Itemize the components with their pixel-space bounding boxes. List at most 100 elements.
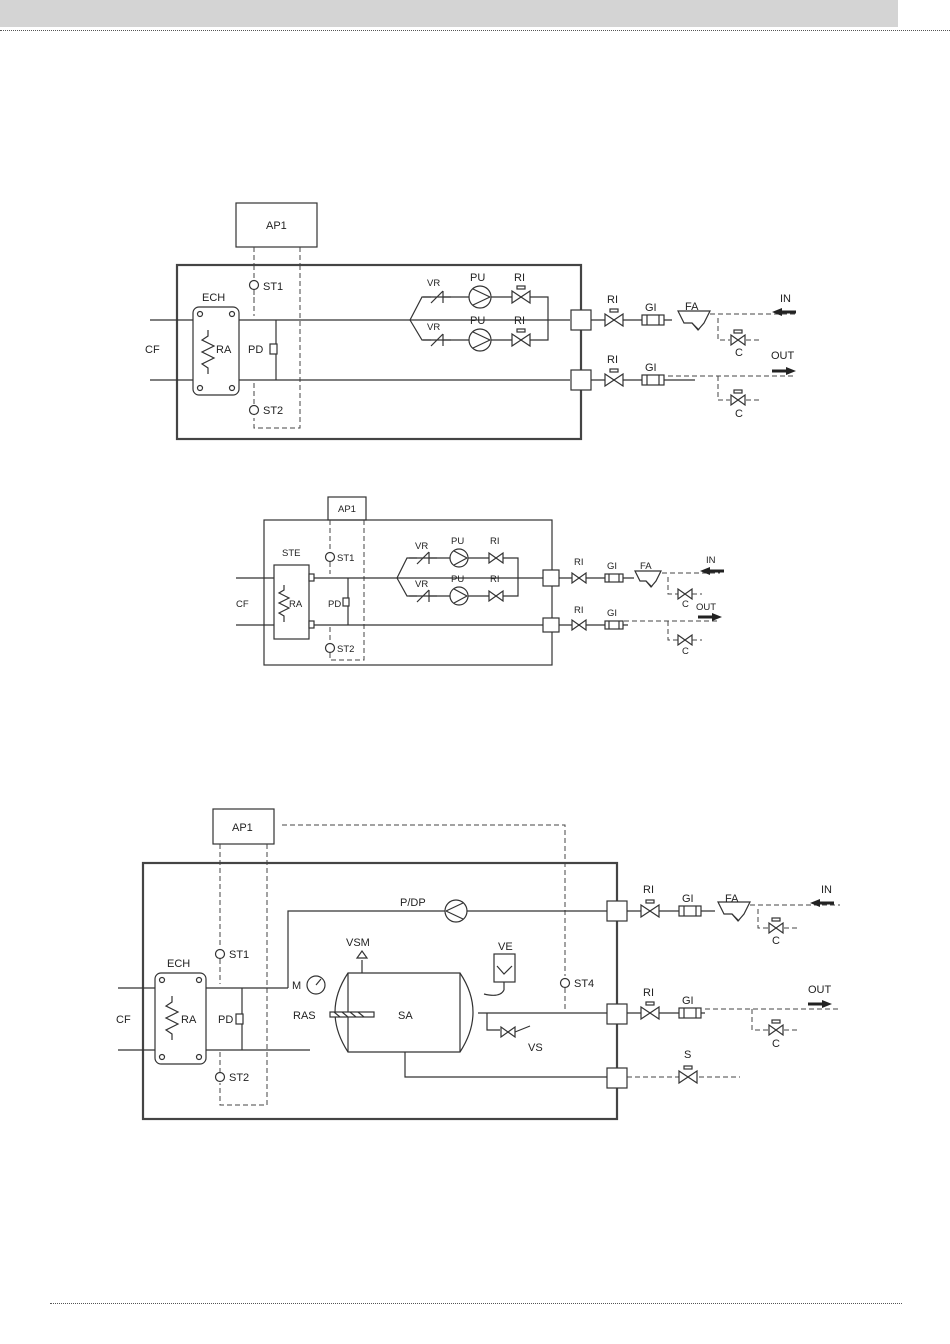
ech-label: ECH: [202, 292, 225, 304]
gi-1-label: GI: [645, 302, 657, 314]
st4-label: ST4: [574, 978, 594, 990]
pump-pu-2-icon: [450, 587, 468, 605]
valve-c-2-icon: [769, 1025, 783, 1035]
connector-in: [543, 570, 559, 586]
cf-label: CF: [236, 599, 249, 610]
valve-ri-1-icon: [641, 905, 659, 917]
in-label: IN: [821, 884, 832, 896]
ras-label: RAS: [293, 1010, 316, 1022]
vsm-label: VSM: [346, 937, 370, 949]
ri-3-label: RI: [574, 557, 584, 568]
arrow-out-icon: [808, 1000, 832, 1008]
pump-pu-1-icon: [469, 286, 491, 308]
valve-ri-1-icon: [512, 291, 530, 303]
valve-ri-4-icon: [605, 374, 623, 386]
ve-label: VE: [498, 941, 513, 953]
ri-4-label: RI: [574, 605, 584, 616]
ri-1-label: RI: [514, 272, 525, 284]
joint-gi-2-icon: [605, 621, 623, 629]
gi-2-label: GI: [682, 995, 694, 1007]
pu-1-label: PU: [470, 272, 485, 284]
c-1-label: C: [735, 347, 743, 359]
ri-2-label: RI: [490, 574, 500, 585]
arrow-in-icon: [772, 308, 796, 316]
gi-2-label: GI: [607, 608, 617, 619]
arrow-out-icon: [698, 613, 722, 621]
ra-label: RA: [289, 599, 303, 610]
valve-ri-1-icon: [489, 553, 503, 563]
connector-in: [607, 901, 627, 921]
sensor-st1-icon: [250, 281, 259, 290]
valve-ri-4-icon: [572, 620, 586, 630]
ap1-label: AP1: [232, 822, 253, 834]
ri-2-label: RI: [643, 987, 654, 999]
check-valve-vr-1-icon: [409, 552, 437, 564]
valve-ri-2-icon: [512, 334, 530, 346]
connector-in: [571, 310, 591, 330]
gi-1-label: GI: [682, 893, 694, 905]
joint-gi-1-icon: [605, 574, 623, 582]
out-label: OUT: [771, 350, 795, 362]
ri-2-label: RI: [514, 315, 525, 327]
safety-valve-vs-icon: [501, 1027, 515, 1037]
valve-c-1-icon: [678, 589, 692, 599]
ra-label: RA: [181, 1014, 197, 1026]
sensor-st1-icon: [216, 950, 225, 959]
c-1-label: C: [682, 599, 689, 610]
fa-label: FA: [685, 301, 699, 313]
valve-c-2-icon: [678, 635, 692, 645]
gi-1-label: GI: [607, 561, 617, 572]
c-1-label: C: [772, 935, 780, 947]
ra-label: RA: [216, 344, 232, 356]
vr-1-label: VR: [427, 278, 440, 289]
st2-label: ST2: [263, 405, 283, 417]
ri-3-label: RI: [607, 294, 618, 306]
arrow-in-icon: [700, 567, 724, 575]
connector-out: [543, 618, 559, 632]
sa-label: SA: [398, 1010, 413, 1022]
fa-label: FA: [725, 893, 739, 905]
c-2-label: C: [682, 646, 689, 657]
st1-label: ST1: [337, 553, 354, 564]
diagram-2: AP1 ST1 ST2 STE RA CF PD VR: [236, 497, 724, 665]
pdp-label: P/DP: [400, 897, 426, 909]
s-label: S: [684, 1049, 691, 1061]
pd-label: PD: [218, 1014, 233, 1026]
valve-ri-2-icon: [489, 591, 503, 601]
ri-1-label: RI: [643, 884, 654, 896]
c-2-label: C: [735, 408, 743, 420]
diagram-3: AP1 ST1 ST2 ECH RA CF PD: [116, 809, 840, 1119]
pu-1-label: PU: [451, 536, 464, 547]
connector-out: [571, 370, 591, 390]
st1-label: ST1: [229, 949, 249, 961]
connector-drain: [607, 1068, 627, 1088]
filter-fa-icon: [635, 571, 661, 587]
in-label: IN: [780, 293, 791, 305]
vr-2-label: VR: [415, 579, 428, 590]
valve-ri-2-icon: [641, 1007, 659, 1019]
cf-label: CF: [145, 344, 160, 356]
cf-label: CF: [116, 1014, 131, 1026]
vr-1-label: VR: [415, 541, 428, 552]
ri-1-label: RI: [490, 536, 500, 547]
sensor-st4-icon: [561, 979, 570, 988]
c-2-label: C: [772, 1038, 780, 1050]
st1-label: ST1: [263, 281, 283, 293]
check-valve-vr-2-icon: [423, 334, 451, 346]
sensor-st1-icon: [326, 553, 335, 562]
drain-valve-s-icon: [679, 1071, 697, 1083]
connector-out: [607, 1004, 627, 1024]
joint-gi-2-icon: [679, 1008, 701, 1018]
valve-ri-3-icon: [572, 573, 586, 583]
ech-label: ECH: [167, 958, 190, 970]
diagram-1: AP1 ST1 ST2 ECH RA CF PD: [145, 203, 796, 439]
ap1-label: AP1: [338, 504, 356, 515]
ap1-label: AP1: [266, 220, 287, 232]
out-label: OUT: [696, 602, 716, 613]
fa-label: FA: [640, 561, 652, 572]
out-label: OUT: [808, 984, 832, 996]
vr-2-label: VR: [427, 322, 440, 333]
pd-label: PD: [248, 344, 263, 356]
valve-c-1-icon: [769, 923, 783, 933]
